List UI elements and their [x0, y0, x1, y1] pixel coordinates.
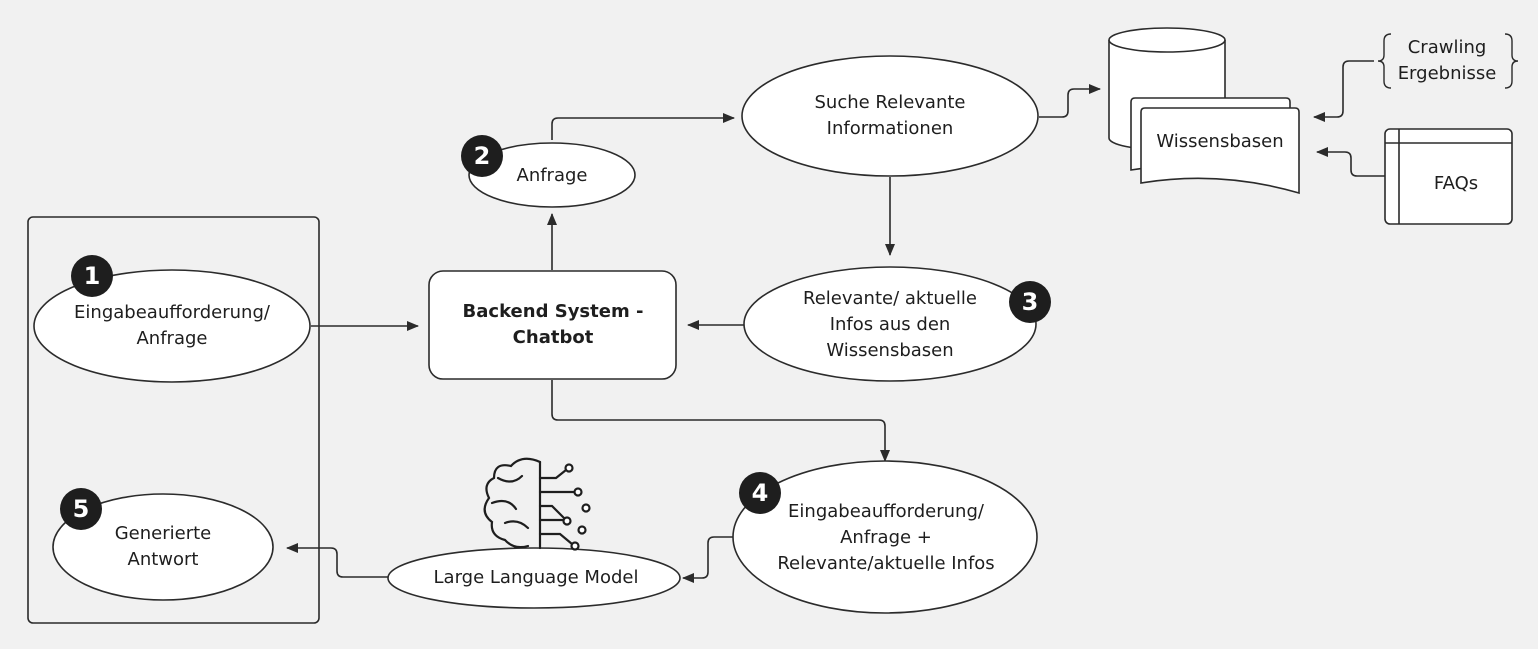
documents-icon [1130, 97, 1300, 195]
step-badge-4: 4 [739, 472, 781, 514]
brain-circuit-icon [483, 457, 591, 551]
anfrage-node [468, 142, 636, 208]
answer-node [52, 493, 274, 601]
suche-node [741, 55, 1039, 177]
arrow-suche-to-storage [1039, 84, 1101, 118]
connectors [286, 60, 1385, 583]
step-badge-2: 2 [461, 135, 503, 177]
arrow-crawling-to-wissensbasen [1313, 60, 1374, 122]
arrow-anfrage-to-suche [551, 113, 735, 140]
arrow-backend-to-combined [551, 380, 890, 462]
relevant-node [743, 266, 1037, 382]
prompt-node [33, 269, 311, 383]
step-badge-1: 1 [71, 255, 113, 297]
brace-icons [1377, 33, 1519, 89]
faq-window [1384, 128, 1513, 225]
arrow-faqs-to-wissensbasen [1316, 147, 1385, 177]
arrow-llm-to-answer [286, 543, 388, 578]
backend-node [428, 270, 677, 380]
step-badge-5: 5 [60, 488, 102, 530]
combined-node [732, 460, 1038, 614]
user-frame [27, 216, 320, 624]
llm-node [387, 547, 681, 609]
step-badge-3: 3 [1009, 281, 1051, 323]
arrow-combined-to-llm [682, 536, 733, 583]
